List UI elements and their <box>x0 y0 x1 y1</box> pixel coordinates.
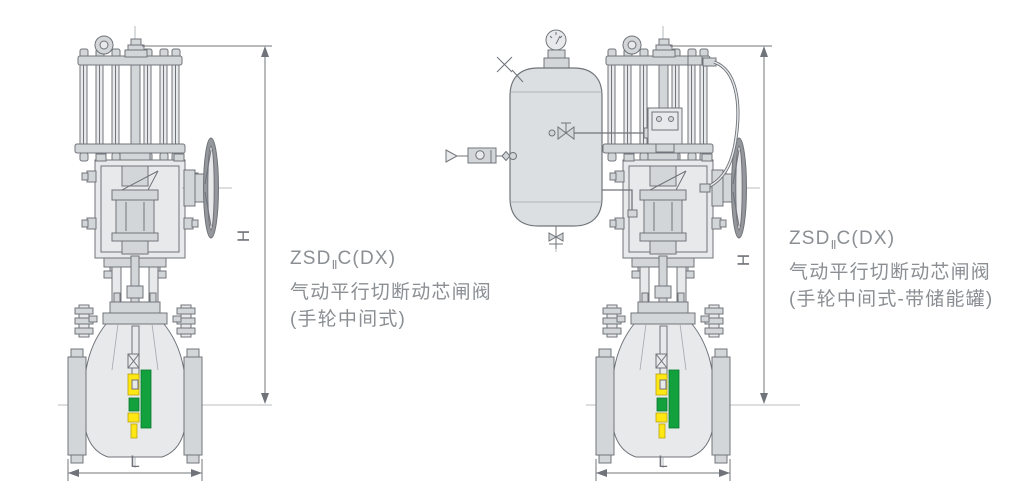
left-valve-caption: ZSDⅡC(DX) 气动平行切断动芯闸阀 (手轮中间式) <box>290 245 492 333</box>
pressure-gauge-icon <box>543 29 570 71</box>
right-valve-name: 气动平行切断动芯闸阀 <box>789 261 992 283</box>
left-model-prefix: ZSD <box>290 248 332 269</box>
right-valve-h-label: H <box>734 254 753 266</box>
air-hose <box>687 55 740 193</box>
left-valve-model: ZSDⅡC(DX) <box>290 245 492 279</box>
right-valve-variant: (手轮中间式-带储能罐) <box>789 288 994 310</box>
right-valve-l-label: L <box>658 452 667 471</box>
vent-valve-icon <box>496 56 524 83</box>
air-inlet-filter <box>445 147 517 164</box>
right-model-suffix: C(DX) <box>836 228 896 249</box>
left-valve-name: 气动平行切断动芯闸阀 <box>290 281 493 303</box>
left-valve-l-label: L <box>130 452 139 471</box>
left-model-suffix: C(DX) <box>337 248 397 269</box>
right-l-dimension: L <box>595 452 731 481</box>
right-valve-drawing <box>585 25 801 469</box>
right-h-dimension: H <box>670 45 772 404</box>
left-model-subscript: Ⅱ <box>331 257 338 272</box>
left-l-dimension: L <box>67 452 203 481</box>
left-h-dimension: H <box>142 45 272 404</box>
left-valve-variant: (手轮中间式) <box>290 308 407 330</box>
right-model-subscript: Ⅱ <box>830 237 837 252</box>
tank-outlet-pipe <box>602 189 638 218</box>
solenoid-box <box>647 107 683 153</box>
left-valve-h-label: H <box>234 230 253 242</box>
right-valve-model: ZSDⅡC(DX) <box>789 225 993 259</box>
left-valve-drawing <box>57 25 273 469</box>
right-valve-caption: ZSDⅡC(DX) 气动平行切断动芯闸阀 (手轮中间式-带储能罐) <box>789 225 993 313</box>
right-model-prefix: ZSD <box>789 228 831 249</box>
accumulator-tank <box>445 29 653 252</box>
drain-valve-symbol <box>548 226 564 249</box>
